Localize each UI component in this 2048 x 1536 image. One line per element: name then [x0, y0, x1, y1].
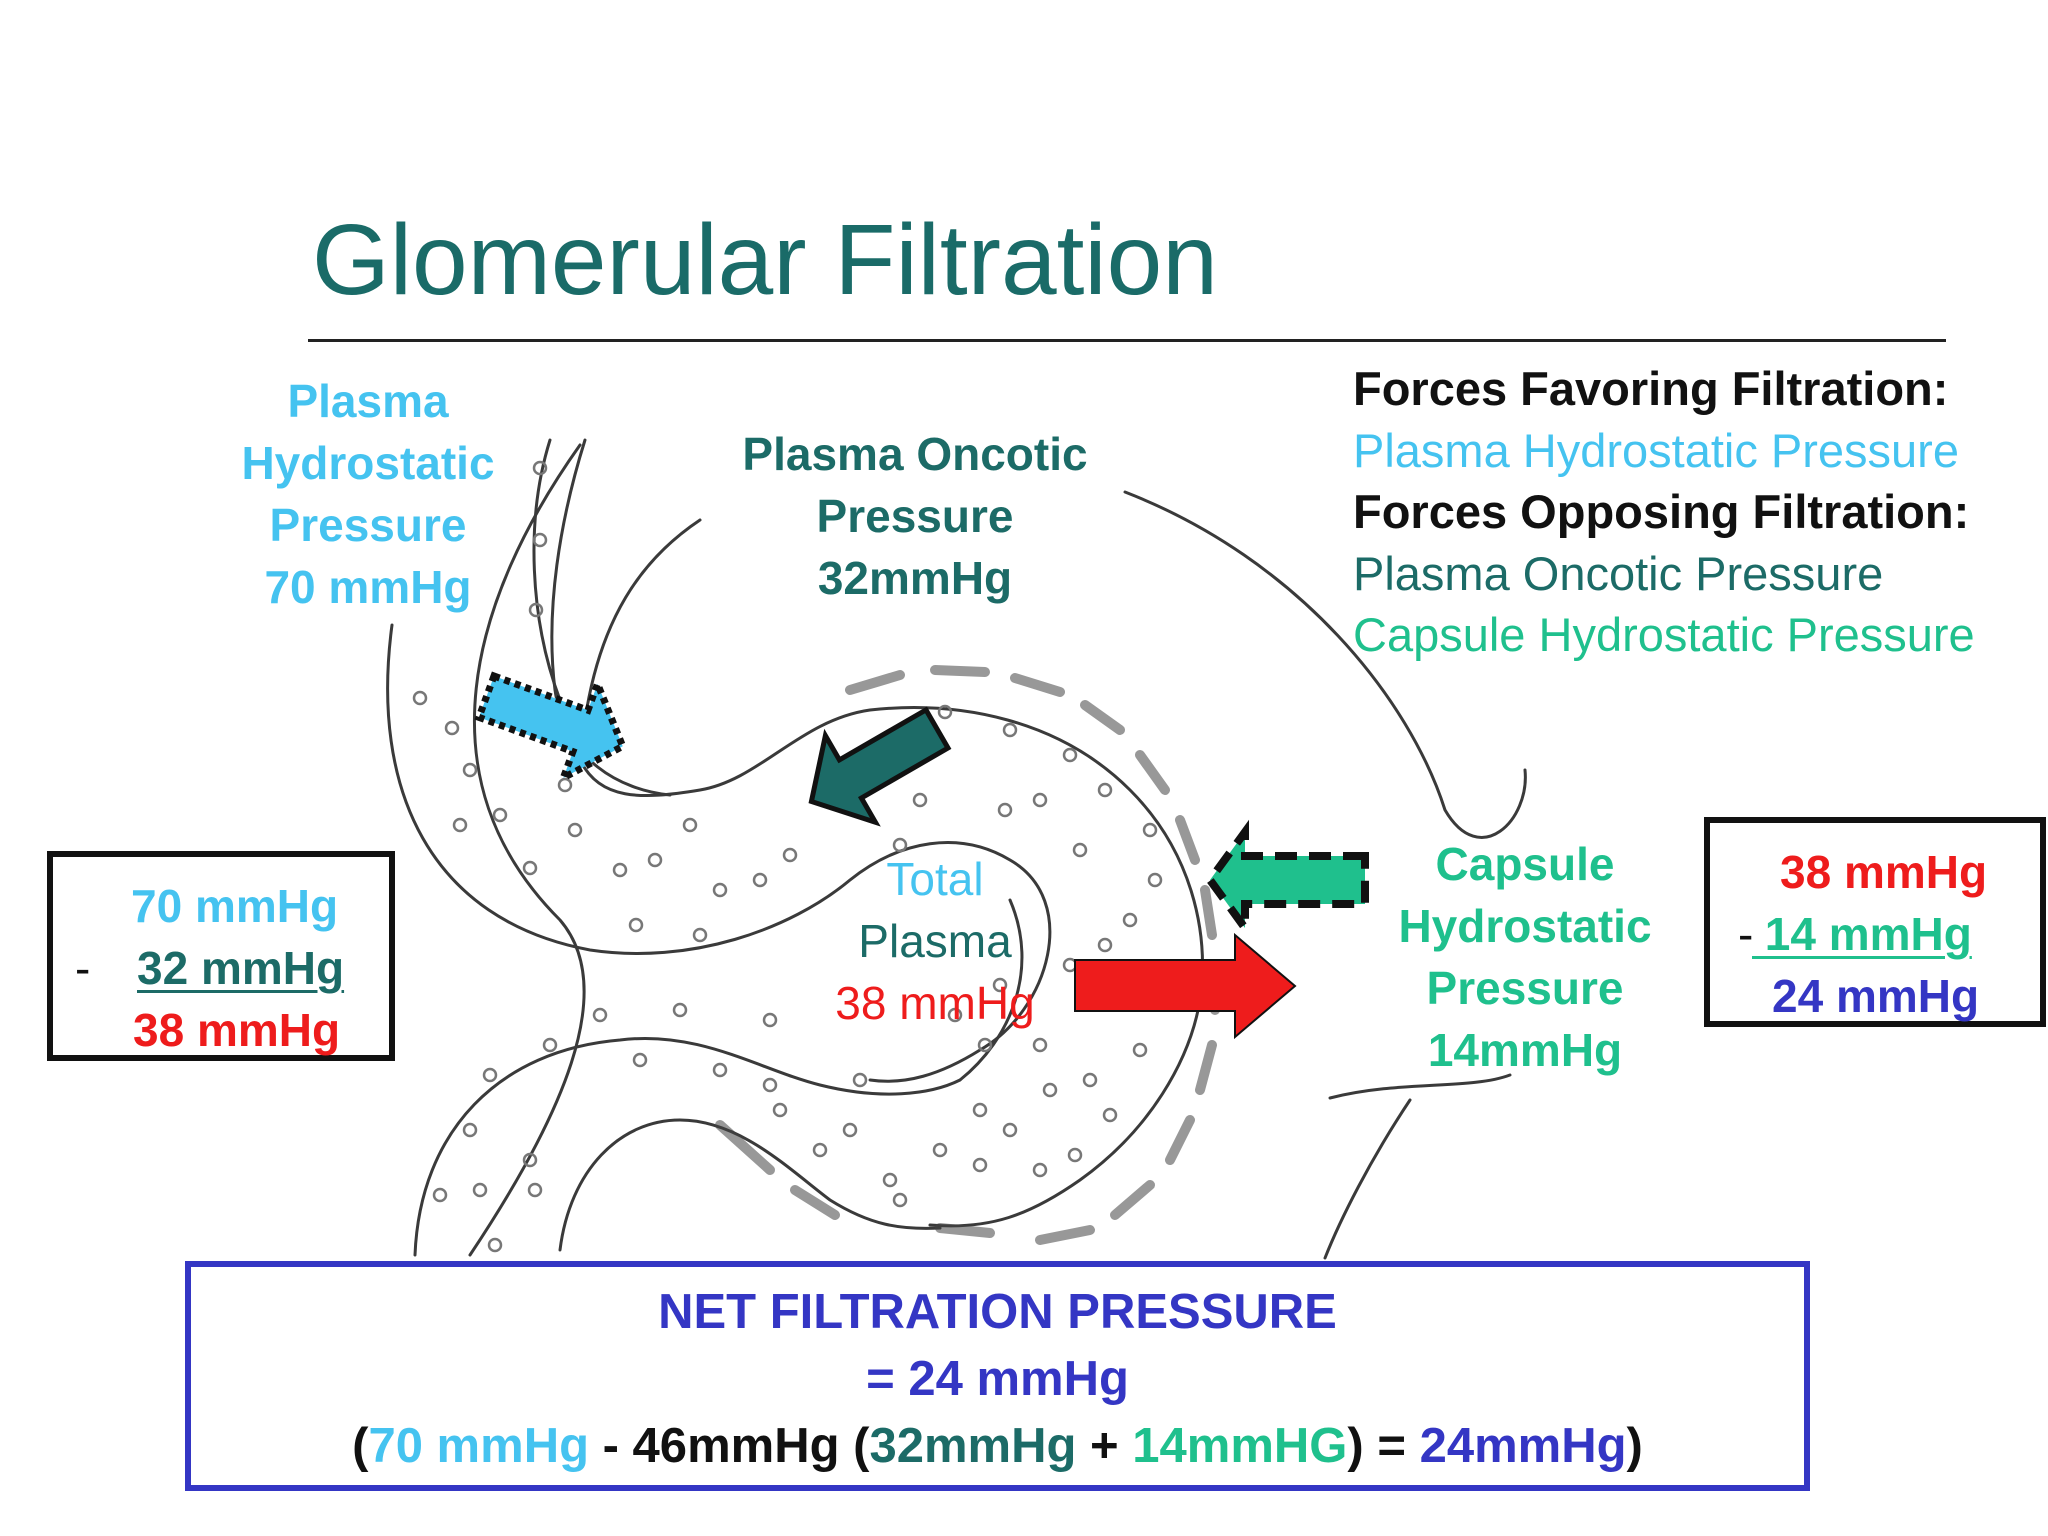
capillary-loop-lower-outer — [413, 1036, 962, 1257]
label-line: Plasma — [858, 915, 1012, 967]
net-value: = 24 mmHg — [866, 1352, 1129, 1406]
calc-result: 24 mmHg — [1772, 970, 1980, 1022]
capillary-loop-upper-outer — [386, 623, 1052, 1083]
title-divider — [308, 339, 1946, 342]
calc-line-2: 14 mmHg — [1752, 908, 1972, 960]
opposing-item: Capsule Hydrostatic Pressure — [1353, 608, 1975, 661]
label-line: Capsule — [1435, 838, 1615, 890]
formula-result: 24mmHg — [1419, 1419, 1627, 1473]
label-line: Pressure — [269, 499, 467, 551]
efferent-arteriole — [583, 518, 702, 722]
label-line: Hydrostatic — [1398, 900, 1652, 952]
formula-term-hydrostatic: 70 mmHg — [368, 1419, 590, 1473]
capsule-outer-wall-lower — [1323, 1073, 1512, 1260]
net-formula: (70 mmHg - 46mmHg (32mmHg + 14mmHG) = 24… — [191, 1413, 1804, 1480]
capsule-outer-wall-right — [1123, 490, 1527, 839]
hydrostatic-arrow-icon — [474, 671, 628, 786]
oncotic-subtraction-box: 70 mmHg - 32 mmHg 38 mmHg — [47, 851, 395, 1061]
label-value: 14mmHg — [1427, 1024, 1623, 1076]
calc-line-1: 38 mmHg — [1780, 846, 1988, 898]
calc-result: 38 mmHg — [133, 1004, 341, 1056]
formula-close: ) — [1626, 1419, 1643, 1473]
formula-close-equals: ) = — [1347, 1419, 1420, 1473]
label-line: Pressure — [816, 490, 1014, 542]
label-line: Total — [886, 853, 984, 905]
formula-term-capsule: 14mmHG — [1132, 1419, 1348, 1473]
formula-minus: - 46mmHg ( — [589, 1419, 870, 1473]
calc-line-2: 32 mmHg — [137, 942, 345, 994]
calc-line-1: 70 mmHg — [131, 880, 339, 932]
label-value: 38 mmHg — [835, 977, 1035, 1029]
minus-sign: - — [75, 942, 91, 994]
oncotic-arrow-icon — [808, 706, 952, 827]
net-arrow-icon — [1074, 932, 1297, 1040]
opposing-heading: Forces Opposing Filtration: — [1353, 485, 1970, 538]
formula-plus: + — [1076, 1419, 1133, 1473]
formula-open: ( — [352, 1419, 369, 1473]
net-title: NET FILTRATION PRESSURE — [658, 1285, 1337, 1339]
label-line: Pressure — [1426, 962, 1624, 1014]
label-value: 70 mmHg — [264, 561, 472, 613]
total-plasma-label: Total Plasma 38 mmHg — [790, 848, 1080, 1034]
capillary-loop-lower-inner — [558, 1118, 942, 1252]
label-value: 32mmHg — [817, 552, 1013, 604]
label-line: Hydrostatic — [241, 437, 495, 489]
label-line: Plasma Oncotic — [742, 428, 1088, 480]
capsule-hydrostatic-label: Capsule Hydrostatic Pressure 14mmHg — [1370, 833, 1680, 1081]
page-title: Glomerular Filtration — [312, 204, 1218, 316]
capsule-arrow-icon — [1205, 819, 1369, 941]
forces-legend: Forces Favoring Filtration: Plasma Hydro… — [1353, 358, 1975, 666]
capsule-subtraction-box: 38 mmHg - 14 mmHg 24 mmHg — [1704, 817, 2046, 1027]
plasma-hydrostatic-label: Plasma Hydrostatic Pressure 70 mmHg — [218, 370, 518, 618]
minus-sign: - — [1738, 908, 1754, 960]
capillary-loop-upper-inner — [578, 706, 1204, 1228]
opposing-item: Plasma Oncotic Pressure — [1353, 546, 1884, 600]
favoring-heading: Forces Favoring Filtration: — [1353, 362, 1949, 415]
plasma-oncotic-label: Plasma Oncotic Pressure 32mmHg — [705, 423, 1125, 609]
net-filtration-box: NET FILTRATION PRESSURE = 24 mmHg (70 mm… — [185, 1261, 1810, 1491]
label-line: Plasma — [287, 375, 449, 427]
formula-term-oncotic: 32mmHg — [869, 1419, 1077, 1473]
capsule-outer-wall — [468, 443, 586, 1257]
favoring-item: Plasma Hydrostatic Pressure — [1353, 423, 1959, 477]
